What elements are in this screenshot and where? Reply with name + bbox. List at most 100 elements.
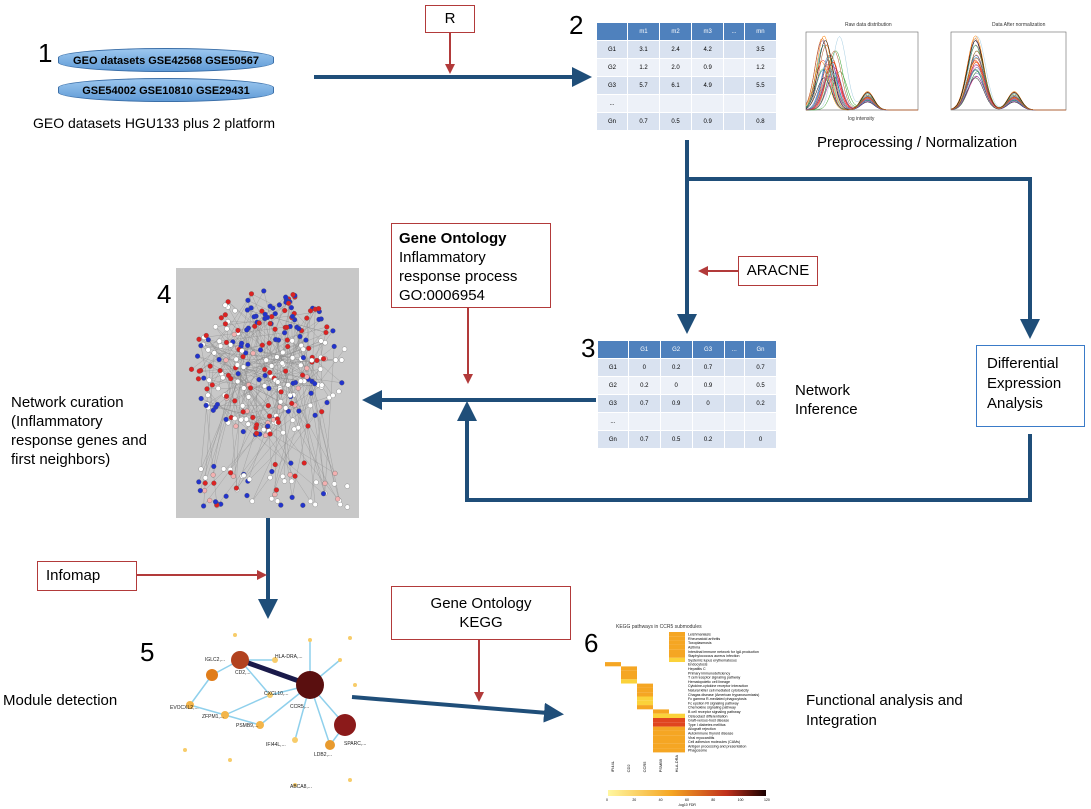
heatmap-cell — [669, 692, 685, 697]
table-cell: 0.9 — [691, 376, 725, 395]
heatmap-row-label: Osteoclast differentiation — [688, 714, 728, 718]
module-detection-label: Module detection — [3, 692, 118, 709]
heatmap-cell — [605, 662, 621, 667]
network-node — [217, 368, 223, 374]
network-node — [265, 403, 271, 409]
arrow-modules-to-functional — [351, 695, 564, 723]
network-node — [201, 503, 207, 509]
network-node — [333, 357, 339, 363]
heatmap-cell — [605, 718, 621, 723]
network-node — [215, 385, 221, 392]
network-node — [278, 502, 284, 508]
raw-distribution-plot — [805, 31, 919, 111]
heatmap-cell — [605, 687, 621, 693]
network-node — [250, 414, 256, 420]
table-cell — [627, 412, 661, 431]
table-cell: 0 — [691, 394, 725, 413]
network-node — [263, 357, 269, 363]
network-node — [303, 337, 309, 343]
network-node — [228, 470, 234, 476]
network-node — [285, 382, 291, 388]
heatmap-scale-tick: 120 — [764, 798, 770, 802]
heatmap-cell — [621, 735, 637, 740]
network-node — [203, 332, 209, 339]
heatmap-cell — [669, 657, 685, 663]
heatmap-row-label: Allograft rejection — [688, 727, 716, 731]
network-node — [274, 354, 280, 360]
go-kegg-line-1: Gene Ontology — [430, 595, 532, 612]
network-node — [240, 364, 247, 370]
step-number-5: 5 — [140, 637, 155, 667]
network-node — [195, 376, 201, 382]
table-cell: 0.7 — [744, 358, 777, 377]
network-node — [262, 373, 268, 379]
network-node — [196, 336, 202, 342]
heatmap-cell — [669, 649, 685, 654]
network-node — [196, 479, 202, 485]
network-node — [280, 430, 286, 436]
table-header-cell: ... — [723, 340, 746, 359]
network-node — [206, 377, 212, 383]
network-node — [298, 378, 304, 384]
network-node — [267, 303, 273, 309]
network-node — [238, 417, 244, 423]
heatmap-cell — [637, 696, 653, 701]
go-line-3: response process — [399, 268, 518, 285]
network-node — [222, 321, 228, 327]
heatmap-scale-tick: 60 — [685, 798, 689, 802]
network-node — [240, 429, 246, 435]
heatmap-cell — [605, 696, 621, 701]
heatmap-row-label: Natural killer cell mediated cytotoxicit… — [688, 689, 749, 693]
heatmap-cell — [637, 748, 653, 753]
heatmap-cell — [637, 705, 653, 710]
module-node-label: IGLC2,... — [205, 657, 226, 663]
network-node — [220, 375, 226, 381]
step-number-6: 6 — [584, 628, 599, 658]
network-node — [265, 423, 271, 429]
density-curve — [950, 50, 1066, 111]
heatmap-cell — [605, 675, 621, 680]
heatmap-cell — [669, 709, 685, 714]
heatmap-col-label: HLA-DRA — [674, 755, 679, 773]
network-node — [287, 472, 293, 478]
network-node — [317, 366, 324, 372]
heatmap-cell — [621, 696, 637, 701]
heatmap-cell — [669, 632, 685, 637]
network-node — [239, 340, 245, 346]
network-node — [295, 385, 301, 391]
network-node — [233, 423, 239, 429]
network-node — [211, 350, 217, 356]
network-node — [198, 466, 204, 472]
network-node — [289, 494, 295, 500]
table-cell: 0.7 — [626, 112, 661, 131]
heatmap-cell — [605, 735, 621, 740]
table-cell: 1.2 — [626, 58, 661, 77]
network-node — [307, 402, 313, 409]
table-cell: 1.2 — [743, 58, 778, 77]
network-node — [250, 350, 256, 356]
table-header-cell: G1 — [627, 340, 661, 359]
table-header-cell: mn — [743, 22, 778, 41]
heatmap-scale-label: -log10 FDR — [678, 803, 696, 807]
network-node — [262, 311, 268, 317]
heatmap-cell — [637, 640, 653, 645]
network-node — [233, 356, 239, 362]
network-node — [256, 377, 262, 383]
heatmap-cell — [621, 748, 637, 753]
heatmap-cell — [605, 679, 621, 684]
heatmap-cell — [605, 709, 621, 714]
network-node — [282, 330, 288, 336]
network-node — [216, 357, 222, 363]
network-node — [324, 400, 330, 406]
heatmap-cell — [669, 748, 685, 753]
heatmap-row-label: Primary immunodeficiency — [688, 671, 730, 675]
heatmap-cell — [653, 670, 669, 675]
network-node — [289, 338, 295, 344]
heatmap-cell — [653, 632, 669, 637]
network-node — [216, 338, 222, 344]
network-node — [298, 362, 304, 368]
network-node — [257, 347, 264, 353]
heatmap-cell — [621, 739, 637, 744]
table-cell — [723, 112, 745, 131]
